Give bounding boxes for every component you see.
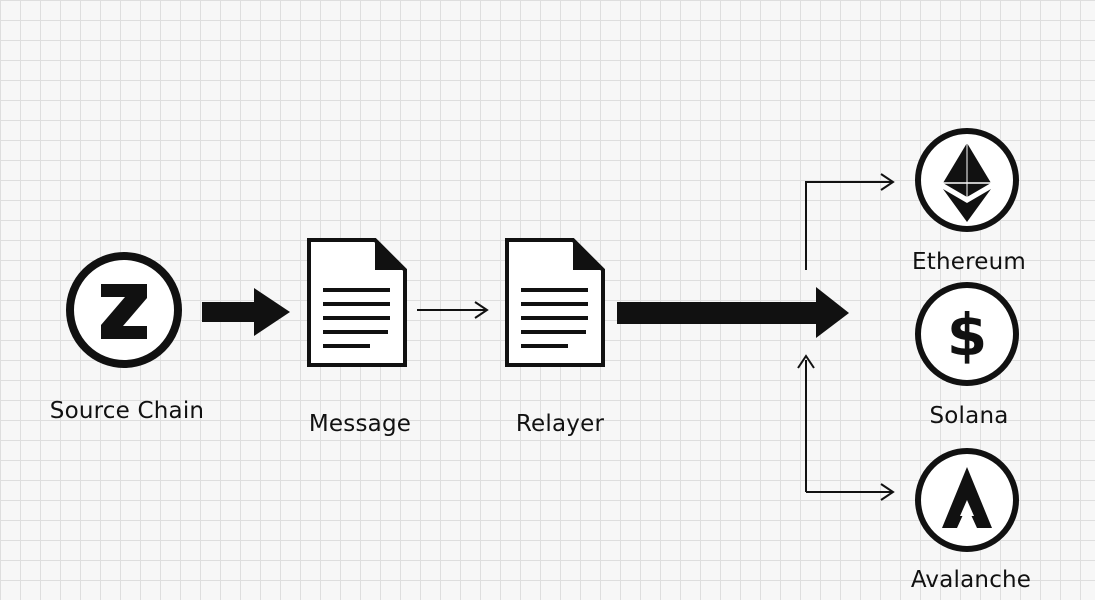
avalanche-node	[915, 448, 1019, 552]
avalanche-logo-icon	[942, 467, 992, 528]
ethereum-logo-icon	[943, 143, 991, 222]
relayer-document-icon	[505, 238, 605, 367]
relayer-label: Relayer	[515, 411, 605, 437]
branch-connector-middle	[797, 354, 815, 492]
solana-label: Solana	[929, 403, 1009, 429]
zeta-logo-icon	[101, 284, 147, 339]
arrow-relayer-to-destinations	[617, 287, 849, 338]
avalanche-label: Avalanche	[910, 567, 1032, 593]
svg-text:$: $	[947, 301, 987, 369]
message-document-icon	[307, 238, 407, 367]
ethereum-node	[915, 128, 1019, 232]
branch-connector-top	[805, 173, 895, 270]
branch-connector-bottom	[806, 483, 895, 501]
arrow-message-to-relayer	[417, 301, 489, 319]
message-label: Message	[308, 411, 412, 437]
ethereum-label: Ethereum	[912, 249, 1026, 275]
solana-node: $	[915, 282, 1019, 386]
dollar-sign-icon: $	[947, 301, 987, 369]
source-chain-node	[66, 252, 182, 368]
arrow-source-to-message	[202, 288, 290, 336]
source-chain-label: Source Chain	[49, 398, 205, 424]
